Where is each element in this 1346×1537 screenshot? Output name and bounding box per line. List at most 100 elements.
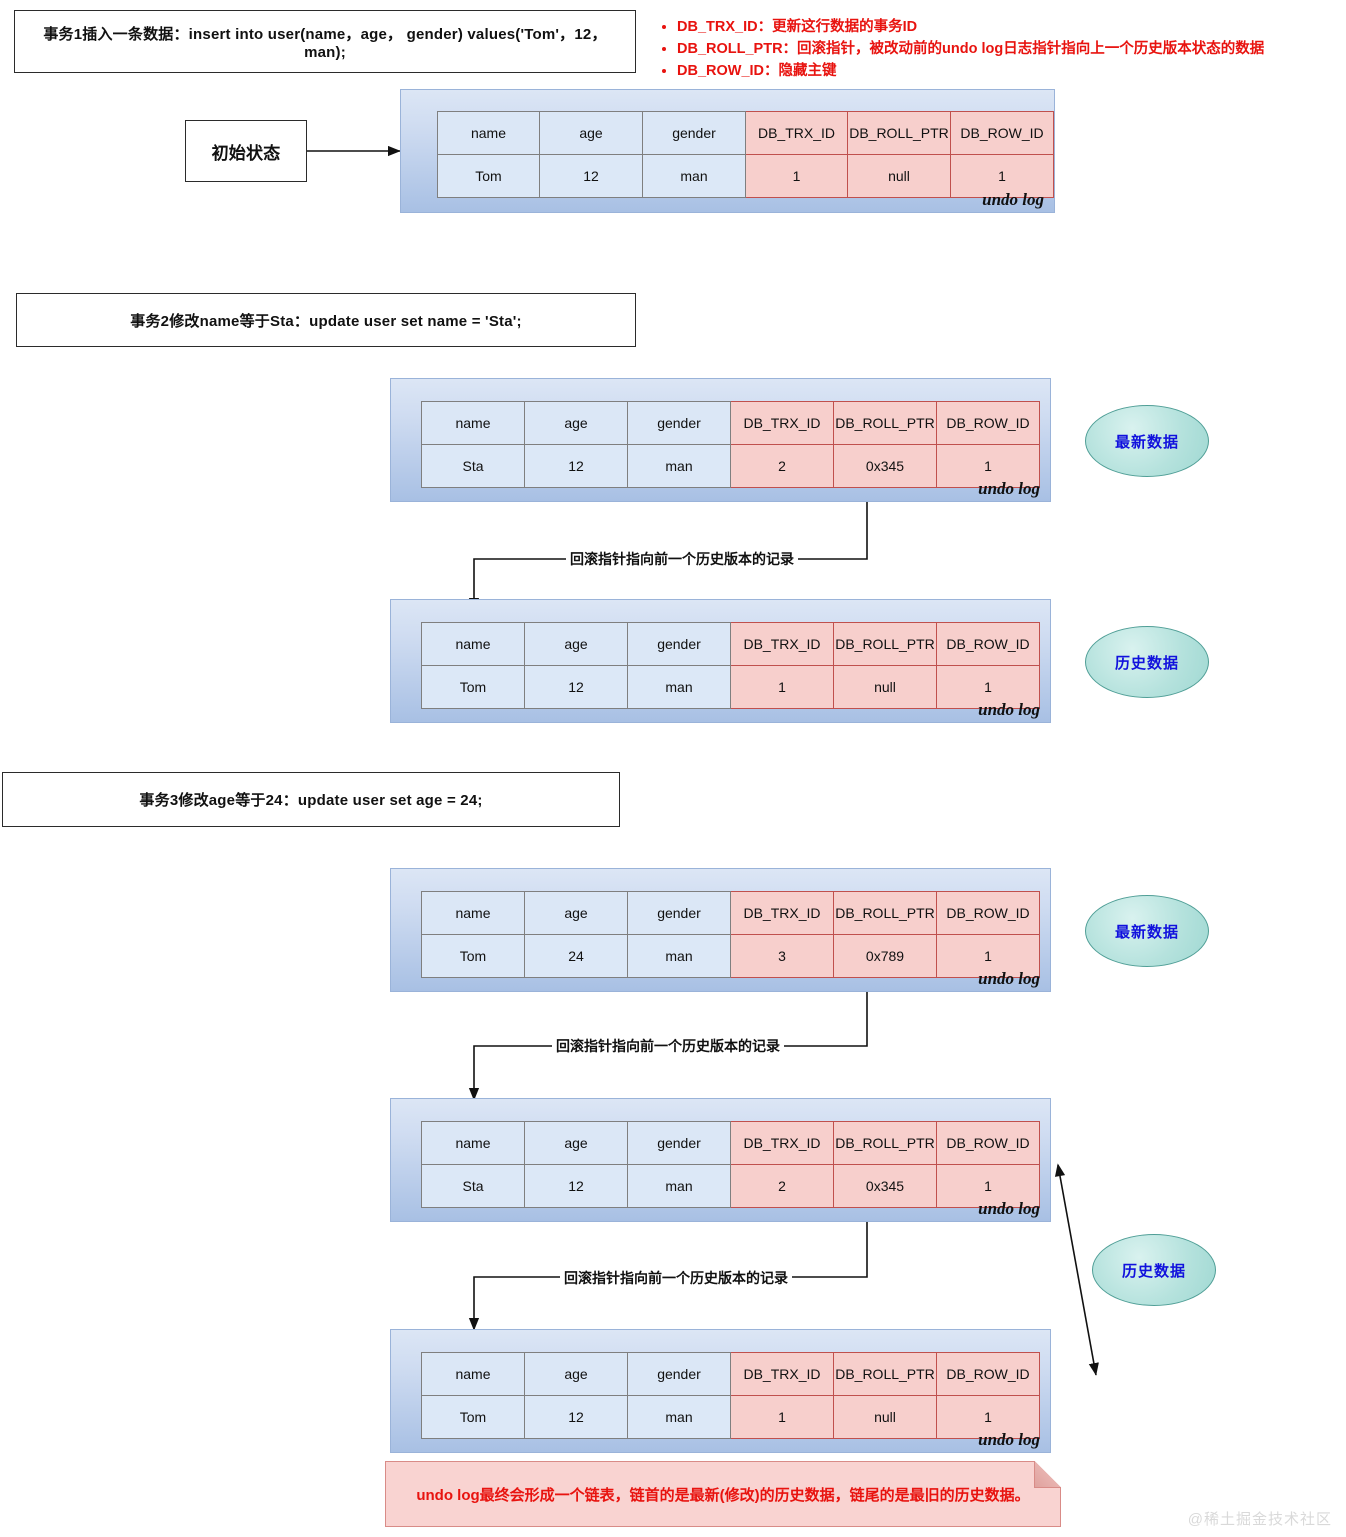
cell-age: 12 bbox=[524, 1395, 628, 1439]
record-table-4: name age gender DB_TRX_ID DB_ROLL_PTR DB… bbox=[421, 891, 1040, 978]
th-db-trx-id: DB_TRX_ID bbox=[730, 1352, 834, 1396]
statement-trx1-text: 事务1插入一条数据：insert into user(name，age， gen… bbox=[43, 25, 607, 61]
undo-log-label: undo log bbox=[978, 1199, 1040, 1218]
watermark: @稀土掘金技术社区 bbox=[1187, 1511, 1332, 1528]
cell-gender: man bbox=[642, 154, 746, 198]
cell-db-roll-ptr: 0x345 bbox=[833, 1164, 937, 1208]
badge-label: 历史数据 bbox=[1121, 1262, 1186, 1280]
badge-label: 最新数据 bbox=[1114, 923, 1179, 941]
th-db-row-id: DB_ROW_ID bbox=[950, 111, 1054, 155]
cell-name: Sta bbox=[421, 444, 525, 488]
undo-log-card-4-latest: name age gender DB_TRX_ID DB_ROLL_PTR DB… bbox=[390, 868, 1051, 992]
rollback-pointer-label-3: 回滚指针指向前一个历史版本的记录 bbox=[560, 1268, 792, 1288]
table-row-header: name age gender DB_TRX_ID DB_ROLL_PTR DB… bbox=[421, 891, 1040, 935]
th-db-trx-id: DB_TRX_ID bbox=[745, 111, 848, 155]
th-name: name bbox=[421, 1352, 525, 1396]
badge-latest-data-2: 最新数据 bbox=[1085, 895, 1209, 967]
cell-age: 12 bbox=[524, 1164, 628, 1208]
th-db-roll-ptr: DB_ROLL_PTR bbox=[833, 1121, 937, 1165]
summary-note-text: undo log最终会形成一个链表，链首的是最新(修改)的历史数据，链尾的是最旧… bbox=[416, 1486, 1030, 1504]
table-row-header: name age gender DB_TRX_ID DB_ROLL_PTR DB… bbox=[421, 1121, 1040, 1165]
th-name: name bbox=[421, 622, 525, 666]
table-row: Tom 24 man 3 0x789 1 bbox=[421, 934, 1040, 978]
th-name: name bbox=[421, 1121, 525, 1165]
cell-age: 24 bbox=[524, 934, 628, 978]
cell-db-row-id: 1 bbox=[936, 1395, 1040, 1439]
th-db-row-id: DB_ROW_ID bbox=[936, 622, 1040, 666]
cell-name: Sta bbox=[421, 1164, 525, 1208]
th-gender: gender bbox=[627, 401, 731, 445]
legend-item-2: DB_ROW_ID：隐藏主键 bbox=[677, 60, 1345, 82]
record-table-2: name age gender DB_TRX_ID DB_ROLL_PTR DB… bbox=[421, 401, 1040, 488]
th-db-roll-ptr: DB_ROLL_PTR bbox=[833, 401, 937, 445]
badge-history-data-1: 历史数据 bbox=[1085, 626, 1209, 698]
badge-label: 最新数据 bbox=[1114, 433, 1179, 451]
table-row: Sta 12 man 2 0x345 1 bbox=[421, 1164, 1040, 1208]
table-row: Sta 12 man 2 0x345 1 bbox=[421, 444, 1040, 488]
record-table-6: name age gender DB_TRX_ID DB_ROLL_PTR DB… bbox=[421, 1352, 1040, 1439]
note-fold-corner bbox=[1034, 1461, 1061, 1488]
cell-gender: man bbox=[627, 1395, 731, 1439]
th-name: name bbox=[421, 891, 525, 935]
th-age: age bbox=[524, 1121, 628, 1165]
th-db-trx-id: DB_TRX_ID bbox=[730, 622, 834, 666]
undo-log-card-3-history: name age gender DB_TRX_ID DB_ROLL_PTR DB… bbox=[390, 599, 1051, 723]
legend: DB_TRX_ID：更新这行数据的事务ID DB_ROLL_PTR：回滚指针，被… bbox=[655, 16, 1345, 82]
rollback-pointer-label-2: 回滚指针指向前一个历史版本的记录 bbox=[552, 1036, 784, 1056]
rollback-pointer-label-1: 回滚指针指向前一个历史版本的记录 bbox=[566, 549, 798, 569]
table-row-header: name age gender DB_TRX_ID DB_ROLL_PTR DB… bbox=[421, 622, 1040, 666]
undo-log-label: undo log bbox=[978, 479, 1040, 498]
th-age: age bbox=[524, 1352, 628, 1396]
th-gender: gender bbox=[627, 891, 731, 935]
summary-note: undo log最终会形成一个链表，链首的是最新(修改)的历史数据，链尾的是最旧… bbox=[385, 1461, 1061, 1527]
th-gender: gender bbox=[627, 622, 731, 666]
undo-log-card-1: name age gender DB_TRX_ID DB_ROLL_PTR DB… bbox=[400, 89, 1055, 213]
cell-db-roll-ptr: 0x789 bbox=[833, 934, 937, 978]
initial-state-box: 初始状态 bbox=[185, 120, 307, 182]
cell-age: 12 bbox=[524, 444, 628, 488]
record-table-5: name age gender DB_TRX_ID DB_ROLL_PTR DB… bbox=[421, 1121, 1040, 1208]
th-db-roll-ptr: DB_ROLL_PTR bbox=[833, 891, 937, 935]
statement-trx2-text: 事务2修改name等于Sta：update user set name = 'S… bbox=[130, 312, 522, 330]
th-db-row-id: DB_ROW_ID bbox=[936, 1352, 1040, 1396]
th-db-roll-ptr: DB_ROLL_PTR bbox=[833, 622, 937, 666]
cell-gender: man bbox=[627, 934, 731, 978]
cell-age: 12 bbox=[524, 665, 628, 709]
statement-box-trx1: 事务1插入一条数据：insert into user(name，age， gen… bbox=[14, 10, 636, 73]
cell-db-row-id: 1 bbox=[936, 934, 1040, 978]
undo-log-label: undo log bbox=[978, 1430, 1040, 1449]
undo-log-card-2-latest: name age gender DB_TRX_ID DB_ROLL_PTR DB… bbox=[390, 378, 1051, 502]
badge-latest-data-1: 最新数据 bbox=[1085, 405, 1209, 477]
table-row-header: name age gender DB_TRX_ID DB_ROLL_PTR DB… bbox=[437, 111, 1054, 155]
th-db-row-id: DB_ROW_ID bbox=[936, 401, 1040, 445]
cell-db-row-id: 1 bbox=[950, 154, 1054, 198]
legend-item-0: DB_TRX_ID：更新这行数据的事务ID bbox=[677, 16, 1345, 38]
cell-age: 12 bbox=[539, 154, 643, 198]
undo-log-label: undo log bbox=[978, 969, 1040, 988]
th-age: age bbox=[524, 401, 628, 445]
cell-db-trx-id: 1 bbox=[745, 154, 848, 198]
cell-db-roll-ptr: 0x345 bbox=[833, 444, 937, 488]
table-row: Tom 12 man 1 null 1 bbox=[421, 1395, 1040, 1439]
table-row: Tom 12 man 1 null 1 bbox=[421, 665, 1040, 709]
badge-label: 历史数据 bbox=[1114, 654, 1179, 672]
cell-db-row-id: 1 bbox=[936, 1164, 1040, 1208]
th-db-row-id: DB_ROW_ID bbox=[936, 1121, 1040, 1165]
cell-name: Tom bbox=[437, 154, 540, 198]
legend-item-1: DB_ROLL_PTR：回滚指针，被改动前的undo log日志指针指向上一个历… bbox=[677, 38, 1345, 60]
th-db-roll-ptr: DB_ROLL_PTR bbox=[833, 1352, 937, 1396]
cell-name: Tom bbox=[421, 1395, 525, 1439]
th-db-row-id: DB_ROW_ID bbox=[936, 891, 1040, 935]
cell-db-roll-ptr: null bbox=[833, 665, 937, 709]
th-db-trx-id: DB_TRX_ID bbox=[730, 891, 834, 935]
th-age: age bbox=[539, 111, 643, 155]
cell-gender: man bbox=[627, 444, 731, 488]
statement-box-trx2: 事务2修改name等于Sta：update user set name = 'S… bbox=[16, 293, 636, 347]
th-gender: gender bbox=[627, 1121, 731, 1165]
th-age: age bbox=[524, 622, 628, 666]
cell-db-roll-ptr: null bbox=[833, 1395, 937, 1439]
cell-gender: man bbox=[627, 665, 731, 709]
cell-db-trx-id: 1 bbox=[730, 1395, 834, 1439]
th-age: age bbox=[524, 891, 628, 935]
